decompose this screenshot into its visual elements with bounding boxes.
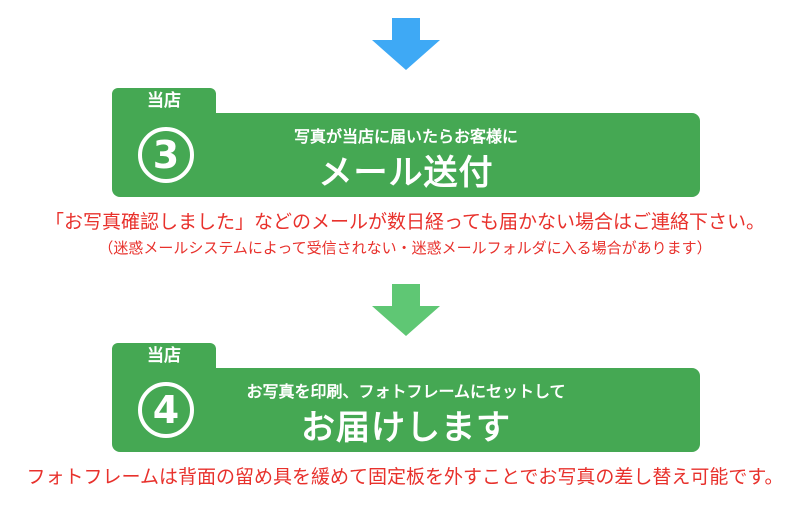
step4-title: お届けします — [301, 408, 511, 448]
step3-number-badge: 3 — [138, 127, 194, 183]
step4-panel: 4 お写真を印刷、フォトフレームにセットして お届けします — [112, 368, 700, 452]
step3-note-line1: 「お写真確認しました」などのメールが数日経っても届かない場合はご連絡下さい。 — [44, 211, 766, 233]
step4-subtitle: お写真を印刷、フォトフレームにセットして — [246, 382, 566, 401]
step4-number: 4 — [152, 388, 180, 432]
step4-note-line1: フォトフレームは背面の留め具を緩めて固定板を外すことでお写真の差し替え可能です。 — [26, 466, 784, 488]
step3-panel: 3 写真が当店に届いたらお客様に メール送付 — [112, 113, 700, 197]
step3-subtitle: 写真が当店に届いたらお客様に — [293, 127, 518, 146]
step3-tab: 当店 — [112, 88, 216, 114]
down-arrow-icon — [372, 18, 440, 70]
step3-note-line2: （迷惑メールシステムによって受信されない・迷惑メールフォルダに入る場合があります… — [98, 239, 712, 257]
step4-tab: 当店 — [112, 343, 216, 369]
step4-tab-label: 当店 — [147, 346, 181, 366]
step4-number-badge: 4 — [138, 382, 194, 438]
down-arrow-icon — [372, 284, 440, 336]
step3-number: 3 — [152, 133, 180, 177]
step3-title: メール送付 — [318, 153, 494, 193]
step3-tab-label: 当店 — [147, 91, 181, 111]
